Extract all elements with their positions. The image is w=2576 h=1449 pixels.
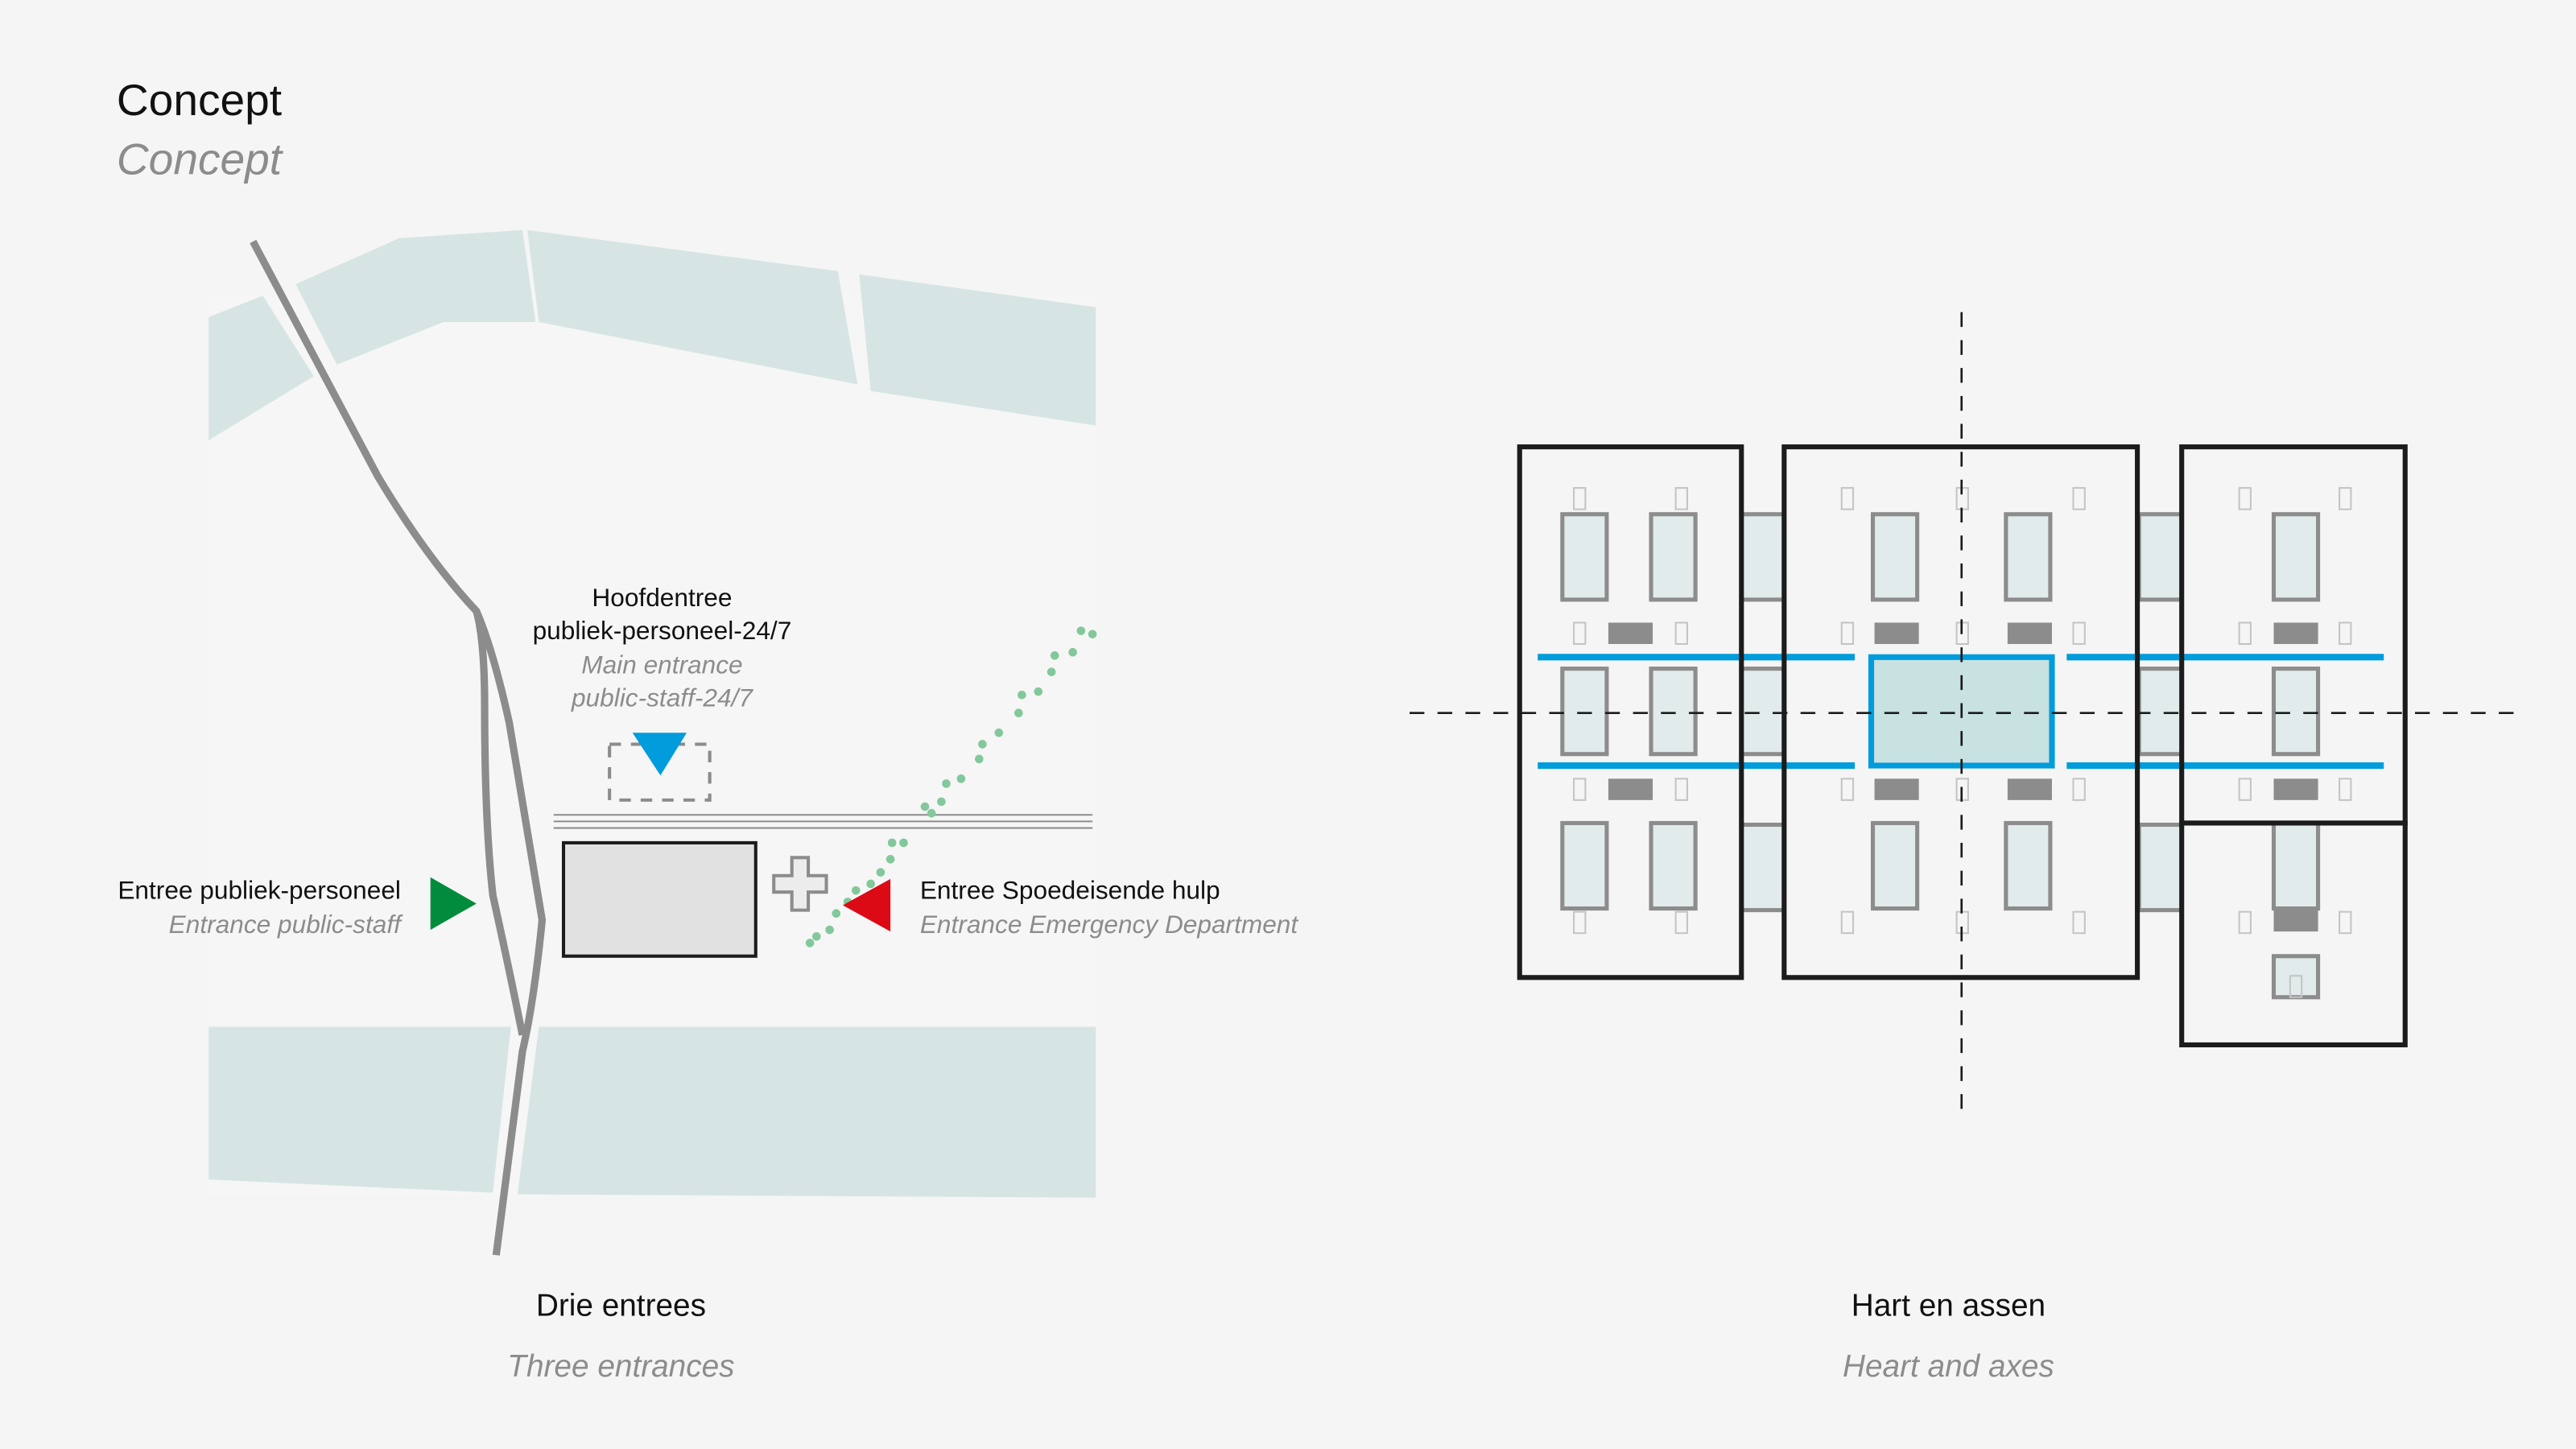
triangle-down-icon xyxy=(632,733,687,776)
emergency-entrance-title: Entree Spoedeisende hulp xyxy=(920,875,1220,904)
page-title: Concept xyxy=(117,75,282,125)
emergency-entrance-label: Entree Spoedeisende hulp Entrance Emerge… xyxy=(920,875,1299,939)
block-3-rooms xyxy=(2238,487,2352,1000)
main-entrance-translation-2: public-staff-24/7 xyxy=(571,683,753,712)
left-caption: Drie entrees xyxy=(536,1289,706,1323)
right-caption: Hart en assen xyxy=(1852,1289,2046,1323)
medical-cross-icon xyxy=(772,856,828,912)
field-patch xyxy=(208,295,314,440)
public-staff-entrance-label: Entree publiek-personeel Entrance public… xyxy=(118,875,403,939)
emergency-entrance-translation: Entrance Emergency Department xyxy=(920,910,1299,939)
block-1 xyxy=(1517,444,1744,980)
site-plan xyxy=(208,229,1097,1256)
hospital-building xyxy=(561,840,758,958)
main-entrance-title-2: publiek-personeel-24/7 xyxy=(533,616,792,645)
block-1-rooms xyxy=(1560,487,1698,935)
field-patch xyxy=(517,1026,1096,1198)
triangle-right-icon xyxy=(430,877,477,931)
left-caption-translation: Three entrances xyxy=(507,1349,734,1384)
road xyxy=(250,239,547,1256)
connector-rooms xyxy=(1739,512,2184,913)
block-3-lower xyxy=(2179,820,2408,1048)
public-staff-entrance-translation: Entrance public-staff xyxy=(169,910,403,939)
floorplan-diagram xyxy=(1410,312,2517,1114)
main-entrance-translation-1: Main entrance xyxy=(581,650,742,679)
road-branch xyxy=(473,609,526,1036)
field-patch xyxy=(295,229,536,365)
field-patch xyxy=(208,1026,511,1193)
field-patch xyxy=(859,274,1096,426)
block-2-rooms xyxy=(1840,487,2086,935)
main-entrance-title-1: Hoofdentree xyxy=(592,583,732,612)
field-patch xyxy=(527,229,858,385)
public-staff-entrance-title: Entree publiek-personeel xyxy=(118,875,401,904)
main-entrance-label: Hoofdentree publiek-personeel-24/7 Main … xyxy=(533,583,792,712)
right-caption-translation: Heart and axes xyxy=(1843,1349,2054,1384)
footpath xyxy=(805,626,1097,947)
triangle-left-icon xyxy=(842,878,891,932)
page-title-translation: Concept xyxy=(117,134,284,184)
